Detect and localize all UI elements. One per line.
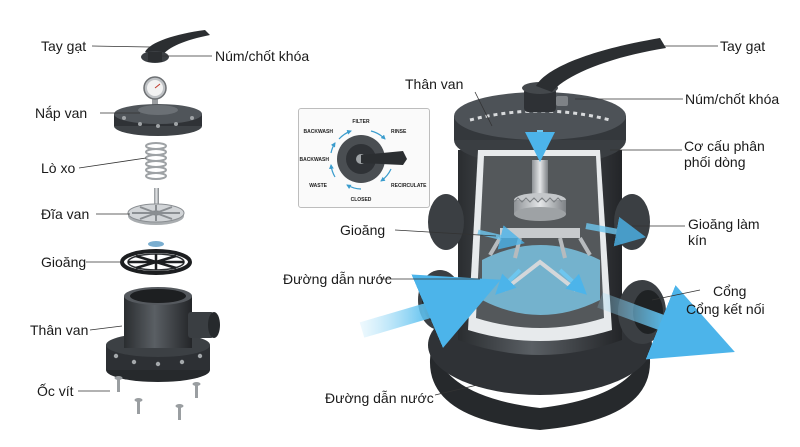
handle-part [141,30,210,63]
cover-part [114,104,202,136]
label-spring: Lò xo [41,160,76,176]
dial-label-backwash-2: BACKWASH [300,157,330,163]
label-screws: Ốc vít [37,383,74,399]
left-leader-lines [78,45,212,392]
dial-label-recirculate: RECIRCULATE [391,183,427,189]
label-gasket-right: Gioăng [340,222,386,238]
label-cover: Nắp van [35,105,88,121]
right-leader-lines [380,45,718,396]
label-gasket-left: Gioăng [41,254,87,270]
label-channel-mid: Đường dẫn nước [283,271,392,287]
label-knob-right: Núm/chốt khóa [685,91,780,107]
label-connection-port: Cổng kết nối [686,301,765,317]
exploded-view [106,30,220,420]
label-knob-left: Núm/chốt khóa [215,48,310,64]
label-handle-left: Tay gạt [41,38,87,54]
dial-label-waste: WASTE [309,183,327,189]
valve-disc-part [127,188,185,225]
label-body-right: Thân van [405,76,464,92]
label-disc: Đĩa van [41,206,90,222]
gasket-part [120,241,192,275]
dial-label-rinse: RINSE [391,129,407,135]
position-dial-inset: FILTER RINSE RECIRCULATE CLOSED WASTE BA… [298,108,430,208]
label-mechanism: Cơ cấu phân phối dòng [684,138,765,170]
label-body-left: Thân van [30,322,89,338]
label-handle-right: Tay gạt [720,38,766,54]
valve-body-part [106,287,220,382]
screws-part [114,376,201,420]
dial-label-filter: FILTER [352,119,370,125]
dial-label-backwash: BACKWASH [304,129,334,135]
top-handle [522,38,666,112]
spring-part [145,142,167,180]
position-dial: FILTER RINSE RECIRCULATE CLOSED WASTE BA… [300,119,428,203]
label-seal: Gioăng làm kín [688,216,760,248]
cutaway-view [359,38,735,430]
label-channel-bottom: Đường dẫn nước [325,390,434,406]
pressure-gauge-part [143,76,167,108]
water-flow-arrows [359,130,735,360]
dial-label-closed: CLOSED [351,197,372,203]
label-port: Cổng [713,283,747,299]
